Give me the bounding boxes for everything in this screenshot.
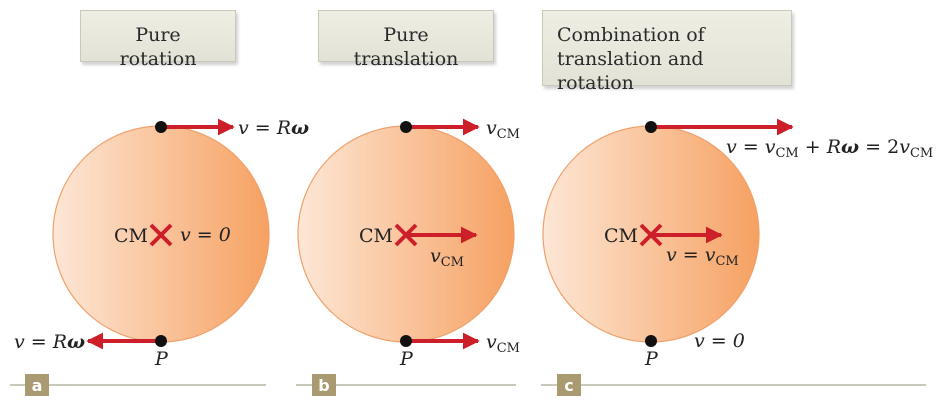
- top-velocity-label: vCM: [486, 117, 520, 142]
- cm-label: CM: [114, 225, 148, 247]
- panel-tag-a: [25, 374, 49, 396]
- point-p-label: P: [154, 348, 169, 370]
- bottom-point: [400, 335, 412, 347]
- panel-a: v = Rω CM v = 0 v = Rω P a: [10, 117, 309, 396]
- panel-c: v = vCM + Rω = 2vCM CM v = vCM v = 0 P c: [541, 118, 933, 396]
- bottom-velocity-label: v = Rω: [14, 331, 85, 353]
- cm-velocity-label: vCM: [430, 245, 464, 270]
- point-p-label: P: [644, 348, 659, 370]
- panel-letter-b: b: [318, 376, 329, 395]
- top-velocity-label: v = Rω: [238, 117, 309, 139]
- panel-letter-c: c: [564, 376, 573, 395]
- bottom-velocity-label: v = 0: [694, 330, 745, 352]
- bottom-velocity-label: vCM: [486, 331, 520, 356]
- title-pure-rotation: Pure rotation: [80, 10, 236, 70]
- bottom-point: [645, 335, 657, 347]
- panel-tag-b: [312, 374, 336, 396]
- top-point: [645, 121, 657, 133]
- cm-cross-icon: [149, 223, 173, 247]
- cm-label: CM: [604, 225, 638, 247]
- title-combination: Combination of translation and rotation: [542, 10, 792, 94]
- cm-label: CM: [359, 225, 393, 247]
- top-velocity-label: v = vCM + Rω = 2vCM: [726, 136, 933, 161]
- point-p-label: P: [399, 348, 414, 370]
- title-text: Pure rotation: [119, 24, 197, 70]
- title-pure-translation: Pure translation: [318, 10, 494, 70]
- title-text-line2: translation and rotation: [557, 48, 704, 94]
- panel-b: vCM CM vCM vCM P b: [296, 117, 520, 396]
- bottom-point: [155, 335, 167, 347]
- top-point: [155, 121, 167, 133]
- panel-tag-c: [557, 374, 581, 396]
- top-point: [400, 121, 412, 133]
- title-text-line1: Combination of: [557, 24, 705, 46]
- panel-letter-a: a: [32, 376, 43, 395]
- title-text: Pure translation: [353, 24, 459, 70]
- center-velocity-label: v = 0: [180, 224, 231, 246]
